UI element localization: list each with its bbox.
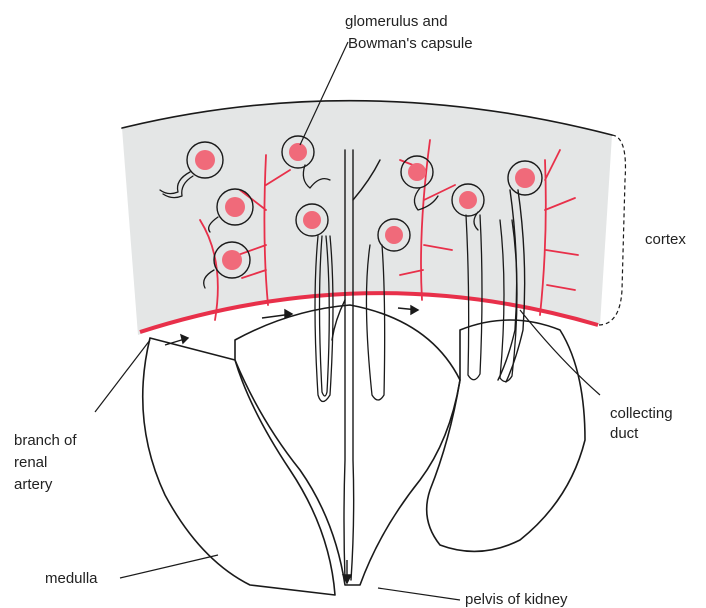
label-branch-line1: branch of <box>14 432 77 449</box>
label-collecting-line1: collecting <box>610 405 673 422</box>
label-pelvis: pelvis of kidney <box>465 591 568 608</box>
label-glomerulus-line1: glomerulus and <box>345 13 448 30</box>
leader-branch <box>95 340 150 412</box>
label-collecting-line2: duct <box>610 425 639 442</box>
label-cortex: cortex <box>645 231 686 248</box>
label-medulla: medulla <box>45 570 98 587</box>
label-branch-line2: renal <box>14 454 47 471</box>
leader-pelvis <box>378 588 460 600</box>
label-branch-line3: artery <box>14 476 53 493</box>
label-glomerulus-line2: Bowman's capsule <box>348 35 473 52</box>
leader-medulla <box>120 555 218 578</box>
